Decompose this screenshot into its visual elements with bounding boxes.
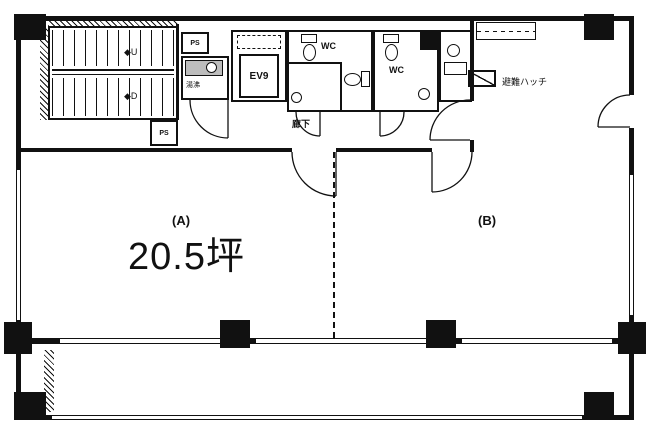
window-left-wall <box>16 170 21 320</box>
toilet-bowl-icon-3 <box>385 44 398 61</box>
partition-dashed-line <box>333 152 335 338</box>
stair-landing-divider <box>52 69 174 75</box>
kitchenette-label: 湯沸 <box>186 82 200 89</box>
duct-space <box>420 32 437 50</box>
pipe-space-side: PS <box>150 120 178 146</box>
column-right-mid <box>618 322 646 354</box>
wc-right-sink-icon <box>418 88 430 100</box>
window-bottom-2 <box>256 338 426 344</box>
toilet-tank-icon-3 <box>383 34 399 43</box>
pipe-space-top: PS <box>181 32 209 54</box>
wc-left-label: WC <box>321 41 336 51</box>
column-left-mid <box>4 322 32 354</box>
stair-up-label: ◆U <box>124 47 138 57</box>
wall-corridor-b <box>336 148 432 152</box>
wc-right-label: WC <box>389 65 404 75</box>
column-bottom-wall-2 <box>426 320 456 348</box>
column-bottom-right <box>584 392 614 420</box>
balcony-rail <box>52 415 582 420</box>
wall-corridor-a <box>21 148 292 152</box>
kitchenette-counter <box>185 60 223 76</box>
stair-wall-hatch-left <box>40 26 48 120</box>
wc-left-sink-icon <box>291 92 302 103</box>
window-bottom-1 <box>60 338 220 344</box>
balcony-partition-hatch <box>44 350 54 412</box>
column-bottom-left <box>14 392 46 420</box>
wall-vertical-upper <box>470 21 474 101</box>
ps-side-label: PS <box>159 129 169 137</box>
column-bottom-wall-1 <box>220 320 250 348</box>
utility-fixture <box>444 62 467 75</box>
door-arc-kitchenette <box>189 99 229 139</box>
room-a-area-label: 20.5坪 <box>128 236 245 278</box>
window-bottom-3 <box>462 338 612 344</box>
toilet-tank-icon-2 <box>361 71 370 87</box>
toilet-bowl-icon-2 <box>344 73 361 86</box>
stair-treads-lower <box>52 78 174 116</box>
louver-window <box>476 22 536 40</box>
stair-down-label: ◆D <box>124 91 138 101</box>
column-top-left <box>14 14 46 40</box>
evac-hatch-label: 避難ハッチ <box>502 77 548 87</box>
toilet-bowl-icon-1 <box>303 44 316 61</box>
door-arc-wc-right <box>379 111 405 137</box>
room-b-label: (B) <box>478 213 497 228</box>
door-arc-room-a <box>291 151 337 197</box>
utility-sink-icon <box>447 44 460 57</box>
wall-top <box>16 16 634 21</box>
door-gap-right-wall <box>629 95 634 128</box>
ps-top-label: PS <box>190 39 200 47</box>
evac-hatch-icon <box>468 70 496 87</box>
window-right-wall <box>629 175 634 315</box>
column-top-right <box>584 14 614 40</box>
door-arc-room-b <box>431 151 473 193</box>
elevator-door-strip <box>237 35 281 49</box>
wc-left-partition-h <box>287 62 342 64</box>
elevator-cab: EV9 <box>239 54 279 98</box>
stair-treads-upper <box>52 30 174 66</box>
kitchenette-sink-icon <box>206 62 217 73</box>
corridor-label: 廊下 <box>292 119 311 129</box>
wall-vertical-lower <box>470 140 474 152</box>
door-arc-right-wall <box>597 94 631 128</box>
room-a-label: (A) <box>172 213 191 228</box>
wc-left-partition-v <box>340 62 342 110</box>
elevator-label: EV9 <box>249 70 269 82</box>
toilet-tank-icon-1 <box>301 34 317 43</box>
stair-wall-hatch-top <box>48 18 178 26</box>
